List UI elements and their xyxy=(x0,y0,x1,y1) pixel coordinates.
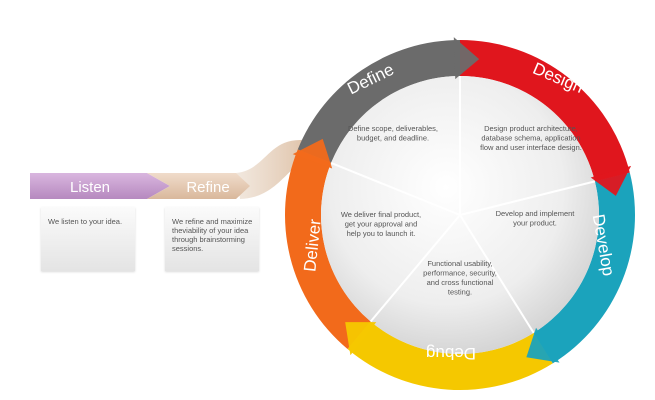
debug-label: Debug xyxy=(426,344,476,363)
segment-divider xyxy=(459,214,535,334)
listen-label: Listen xyxy=(70,179,110,196)
refine-description: We refine and maximize theviability of y… xyxy=(172,217,253,253)
segment-dividers xyxy=(330,76,596,334)
listen-description: We listen to your idea. xyxy=(48,217,123,226)
define-description-line: budget, and deadline. xyxy=(357,134,429,143)
design-description-line: flow and user interface design. xyxy=(480,143,582,152)
develop-description-line: Develop and implement xyxy=(496,209,576,218)
develop-arrow-head xyxy=(526,327,560,363)
segment-divider xyxy=(459,180,596,216)
debug-ring-segment xyxy=(347,321,553,390)
deliver-description-line: We deliver final product, xyxy=(341,210,421,219)
deliver-description-line: help you to launch it. xyxy=(347,229,416,238)
cycle-ring xyxy=(285,40,635,390)
define-ring-segment xyxy=(297,40,460,163)
design-ring-segment xyxy=(460,40,630,182)
listen-ribbon xyxy=(30,173,170,199)
refine-ribbon xyxy=(147,173,250,199)
refine-label: Refine xyxy=(186,179,229,196)
listen-card: We listen to your idea. xyxy=(41,207,135,271)
develop-ring-segment xyxy=(533,172,635,364)
deliver-arrow-head xyxy=(292,138,333,169)
deliver-description: We deliver final product,get your approv… xyxy=(341,210,421,238)
develop-description-line: your product. xyxy=(513,219,557,228)
define-description: Define scope, deliverables,budget, and d… xyxy=(348,124,438,143)
segment-divider xyxy=(330,162,461,216)
debug-description-line: Functional usability, xyxy=(427,259,492,268)
debug-description-line: and cross functional xyxy=(427,278,494,287)
debug-description-line: testing. xyxy=(448,288,472,297)
deliver-description-line: get your approval and xyxy=(345,220,418,229)
design-description: Design product architecture,database sch… xyxy=(480,124,582,152)
define-description-line: Define scope, deliverables, xyxy=(348,124,438,133)
segment-arrows xyxy=(292,37,632,363)
design-description-line: database schema, application xyxy=(481,134,580,143)
design-arrow-head xyxy=(590,165,632,196)
define-arrow-head xyxy=(453,37,480,80)
debug-description-line: performance, security, xyxy=(423,269,497,278)
refine-card: We refine and maximize theviability of y… xyxy=(165,207,259,271)
deliver-ring-segment xyxy=(285,149,371,350)
debug-arrow-head xyxy=(345,322,377,356)
debug-description: Functional usability,performance, securi… xyxy=(423,259,497,297)
design-description-line: Design product architecture, xyxy=(484,124,578,133)
segment-divider xyxy=(369,214,461,323)
